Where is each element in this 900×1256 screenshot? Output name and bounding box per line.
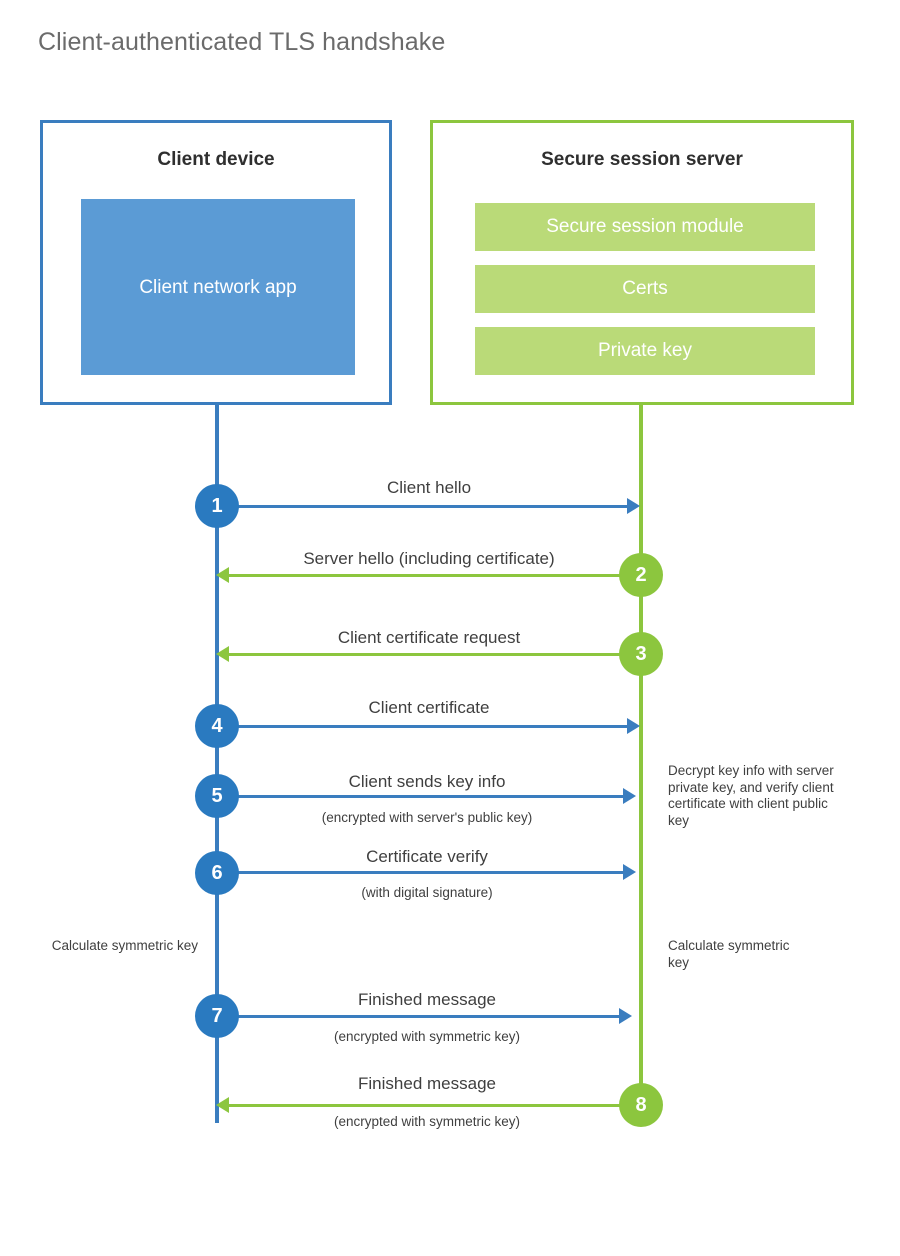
message-line-8 (229, 1104, 641, 1107)
client-device-box: Client device Client network app (40, 120, 392, 405)
client-calculate-symmetric-key-note: Calculate symmetric key (51, 938, 198, 953)
step-badge-2[interactable]: 2 (619, 553, 663, 597)
arrowhead-left-3 (216, 646, 229, 662)
client-network-app-block: Client network app (81, 199, 355, 375)
secure-session-server-title: Secure session server (541, 149, 743, 170)
step-badge-5[interactable]: 5 (195, 774, 239, 818)
message-line-7 (217, 1015, 621, 1018)
message-line-5 (217, 795, 625, 798)
step-badge-1[interactable]: 1 (195, 484, 239, 528)
server-decrypt-note: Decrypt key info with server private key… (668, 763, 834, 828)
message-sublabel-5: (encrypted with server's public key) (321, 810, 533, 825)
message-label-3: Client certificate request (337, 628, 521, 647)
server-component-private-key: Private key (475, 327, 815, 375)
message-line-1 (217, 505, 629, 508)
message-sublabel-8: (encrypted with symmetric key) (333, 1114, 521, 1129)
message-line-2 (229, 574, 641, 577)
server-component-certs: Certs (475, 265, 815, 313)
arrowhead-right-1 (627, 498, 640, 514)
message-label-8: Finished message (358, 1074, 496, 1093)
step-badge-8[interactable]: 8 (619, 1083, 663, 1127)
page-title: Client-authenticated TLS handshake (38, 28, 446, 56)
step-badge-7[interactable]: 7 (195, 994, 239, 1038)
server-component-secure-session-module: Secure session module (475, 203, 815, 251)
arrowhead-right-6 (623, 864, 636, 880)
arrowhead-right-5 (623, 788, 636, 804)
server-lifeline (639, 405, 643, 1105)
arrowhead-right-7 (619, 1008, 632, 1024)
message-label-7: Finished message (358, 990, 496, 1009)
step-badge-4[interactable]: 4 (195, 704, 239, 748)
client-device-title: Client device (157, 149, 275, 170)
arrowhead-left-8 (216, 1097, 229, 1113)
secure-session-server-box: Secure session server Secure session mod… (430, 120, 854, 405)
step-badge-3[interactable]: 3 (619, 632, 663, 676)
server-calculate-symmetric-key-note: Calculate symmetric key (668, 938, 790, 970)
message-label-6: Certificate verify (366, 847, 488, 866)
message-sublabel-6: (with digital signature) (361, 885, 493, 900)
arrowhead-right-4 (627, 718, 640, 734)
message-line-3 (229, 653, 641, 656)
message-line-6 (217, 871, 625, 874)
client-lifeline (215, 405, 219, 1123)
message-label-1: Client hello (386, 478, 472, 497)
message-line-4 (217, 725, 629, 728)
message-label-5: Client sends key info (348, 772, 506, 791)
step-badge-6[interactable]: 6 (195, 851, 239, 895)
message-sublabel-7: (encrypted with symmetric key) (333, 1029, 521, 1044)
message-label-4: Client certificate (368, 698, 490, 717)
message-label-2: Server hello (including certificate) (303, 549, 555, 568)
arrowhead-left-2 (216, 567, 229, 583)
